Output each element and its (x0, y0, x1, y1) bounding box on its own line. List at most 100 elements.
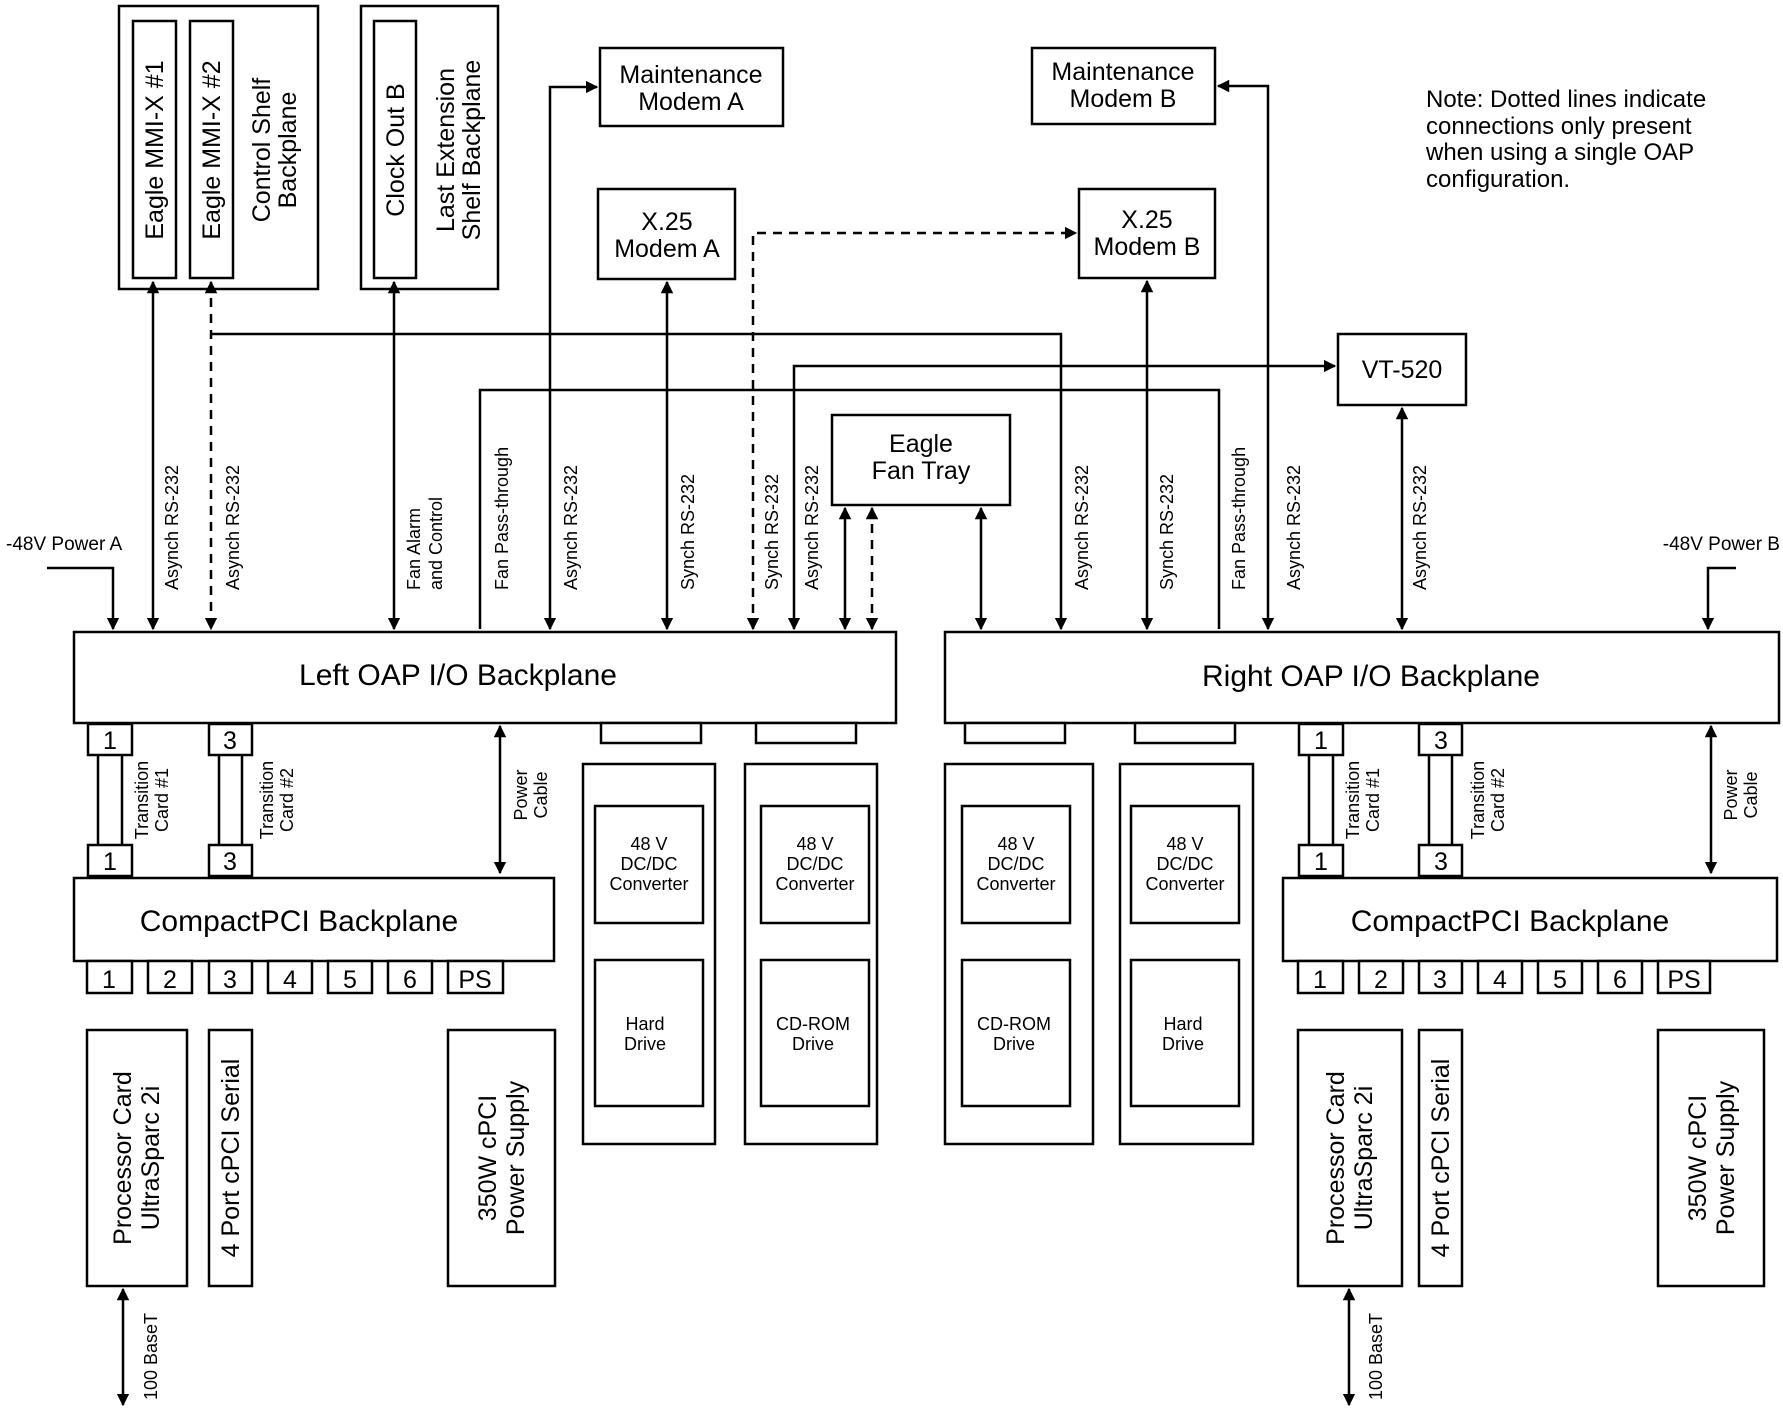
svg-text:350W cPCI: 350W cPCI (1684, 1095, 1712, 1221)
svg-text:Card #1: Card #1 (1363, 768, 1383, 832)
svg-text:1: 1 (1313, 966, 1327, 994)
eagle-mmi-x-2-slot (188, 19, 235, 280)
left-serial-card: 4 Port cPCI Serial (207, 1028, 254, 1288)
svg-text:4 Port cPCI Serial: 4 Port cPCI Serial (217, 1059, 245, 1258)
svg-text:Transition: Transition (257, 761, 277, 839)
left-compactpci-backplane: CompactPCI Backplane 1 2 3 4 5 6 PS (72, 876, 556, 995)
last-extension-shelf-backplane: Clock Out B Last Extension Shelf Backpla… (359, 4, 500, 291)
svg-text:Eagle MMI-X #2: Eagle MMI-X #2 (198, 60, 226, 239)
svg-text:4: 4 (283, 966, 297, 994)
svg-text:3: 3 (223, 727, 237, 755)
hard-drive (593, 958, 705, 1108)
svg-text:350W cPCI: 350W cPCI (474, 1095, 502, 1221)
svg-text:3: 3 (223, 966, 237, 994)
svg-text:6: 6 (1613, 966, 1627, 994)
svg-text:Modem A: Modem A (614, 235, 720, 263)
svg-text:3: 3 (1434, 848, 1448, 876)
svg-text:Drive: Drive (993, 1034, 1035, 1054)
svg-text:Transition: Transition (1343, 761, 1363, 839)
dc-dc-converter (960, 804, 1072, 925)
svg-text:Asynch RS-232: Asynch RS-232 (802, 465, 822, 590)
svg-text:PS: PS (458, 966, 491, 994)
svg-text:VT-520: VT-520 (1362, 356, 1443, 384)
svg-text:UltraSparc 2i: UltraSparc 2i (1350, 1086, 1378, 1231)
svg-text:DC/DC: DC/DC (1157, 854, 1214, 874)
left-oap-io-backplane: Left OAP I/O Backplane (72, 630, 898, 745)
svg-text:Left OAP I/O Backplane: Left OAP I/O Backplane (299, 659, 617, 692)
svg-text:1: 1 (1314, 727, 1328, 755)
svg-text:48 V: 48 V (796, 834, 833, 854)
svg-text:Drive: Drive (624, 1034, 666, 1054)
svg-text:Card #1: Card #1 (152, 768, 172, 832)
svg-text:48 V: 48 V (997, 834, 1034, 854)
hard-drive (1129, 958, 1241, 1108)
svg-text:Converter: Converter (609, 874, 688, 894)
svg-text:Asynch RS-232: Asynch RS-232 (1410, 465, 1430, 590)
svg-text:Fan Pass-through: Fan Pass-through (1229, 447, 1249, 590)
svg-text:Maintenance: Maintenance (1051, 58, 1194, 86)
svg-text:Power Supply: Power Supply (1712, 1080, 1740, 1235)
svg-text:Maintenance: Maintenance (619, 61, 762, 89)
svg-text:Clock Out B: Clock Out B (382, 83, 410, 216)
svg-text:48 V: 48 V (630, 834, 667, 854)
svg-text:100 BaseT: 100 BaseT (1366, 1313, 1386, 1400)
right-power-supply: 350W cPCI Power Supply (1656, 1028, 1766, 1288)
svg-text:Cable: Cable (531, 771, 551, 818)
svg-text:CD-ROM: CD-ROM (776, 1014, 850, 1034)
svg-text:3: 3 (1433, 966, 1447, 994)
svg-text:Cable: Cable (1741, 771, 1761, 818)
svg-text:DC/DC: DC/DC (621, 854, 678, 874)
svg-text:Hard: Hard (1163, 1014, 1202, 1034)
svg-text:connections only present: connections only present (1426, 113, 1692, 140)
svg-text:Synch RS-232: Synch RS-232 (678, 474, 698, 590)
svg-text:Fan Alarm: Fan Alarm (404, 508, 424, 590)
svg-text:Transition: Transition (132, 761, 152, 839)
svg-text:6: 6 (403, 966, 417, 994)
x25-modem-b: X.25 Modem B (1077, 187, 1217, 280)
svg-text:Shelf Backplane: Shelf Backplane (458, 60, 486, 241)
drive-bay-2: 48 V DC/DC Converter CD-ROM Drive (743, 762, 879, 1146)
svg-text:and Control: and Control (426, 497, 446, 590)
svg-text:Drive: Drive (1162, 1034, 1204, 1054)
note-text: Note: Dotted lines indicate connections … (1425, 86, 1706, 193)
svg-text:configuration.: configuration. (1426, 166, 1570, 193)
svg-text:Transition: Transition (1468, 761, 1488, 839)
control-shelf-backplane: Eagle MMI-X #1 Eagle MMI-X #2 Control Sh… (117, 4, 320, 291)
svg-text:when using a single OAP: when using a single OAP (1425, 139, 1694, 166)
drive-bay-3: 48 V DC/DC Converter CD-ROM Drive (943, 762, 1095, 1146)
svg-text:Converter: Converter (976, 874, 1055, 894)
svg-text:Power: Power (511, 769, 531, 820)
right-serial-card: 4 Port cPCI Serial (1417, 1028, 1464, 1288)
svg-text:2: 2 (163, 966, 177, 994)
left-network-link: 100 BaseT (116, 1287, 161, 1407)
svg-text:5: 5 (1553, 966, 1567, 994)
right-transition-section: 1 1 Transition Card #1 3 3 Transition Ca… (1297, 722, 1761, 878)
svg-text:X.25: X.25 (1121, 206, 1172, 234)
svg-text:X.25: X.25 (641, 208, 692, 236)
svg-text:4: 4 (1493, 966, 1507, 994)
svg-text:Asynch RS-232: Asynch RS-232 (561, 465, 581, 590)
cd-rom-drive (960, 958, 1072, 1108)
power-a-label: -48V Power A (6, 534, 122, 555)
svg-text:CompactPCI Backplane: CompactPCI Backplane (1351, 905, 1670, 938)
svg-text:Hard: Hard (625, 1014, 664, 1034)
drive-bay-1: 48 V DC/DC Converter Hard Drive (581, 762, 717, 1146)
svg-text:1: 1 (102, 966, 116, 994)
svg-text:3: 3 (1434, 727, 1448, 755)
dc-dc-converter (759, 804, 871, 925)
svg-text:Note: Dotted lines indicate: Note: Dotted lines indicate (1426, 86, 1706, 113)
maintenance-modem-b: Maintenance Modem B (1030, 46, 1217, 126)
svg-text:100 BaseT: 100 BaseT (141, 1313, 161, 1400)
svg-text:Processor Card: Processor Card (109, 1071, 137, 1245)
svg-text:Asynch RS-232: Asynch RS-232 (1072, 465, 1092, 590)
svg-text:48 V: 48 V (1166, 834, 1203, 854)
svg-text:Right OAP I/O Backplane: Right OAP I/O Backplane (1202, 660, 1540, 693)
svg-text:Control Shelf: Control Shelf (248, 78, 276, 223)
eagle-fan-tray: Eagle Fan Tray (830, 413, 1012, 507)
right-network-link: 100 BaseT (1342, 1287, 1386, 1407)
svg-text:Asynch RS-232: Asynch RS-232 (223, 465, 243, 590)
clock-out-b-slot (372, 19, 418, 280)
svg-text:Drive: Drive (792, 1034, 834, 1054)
